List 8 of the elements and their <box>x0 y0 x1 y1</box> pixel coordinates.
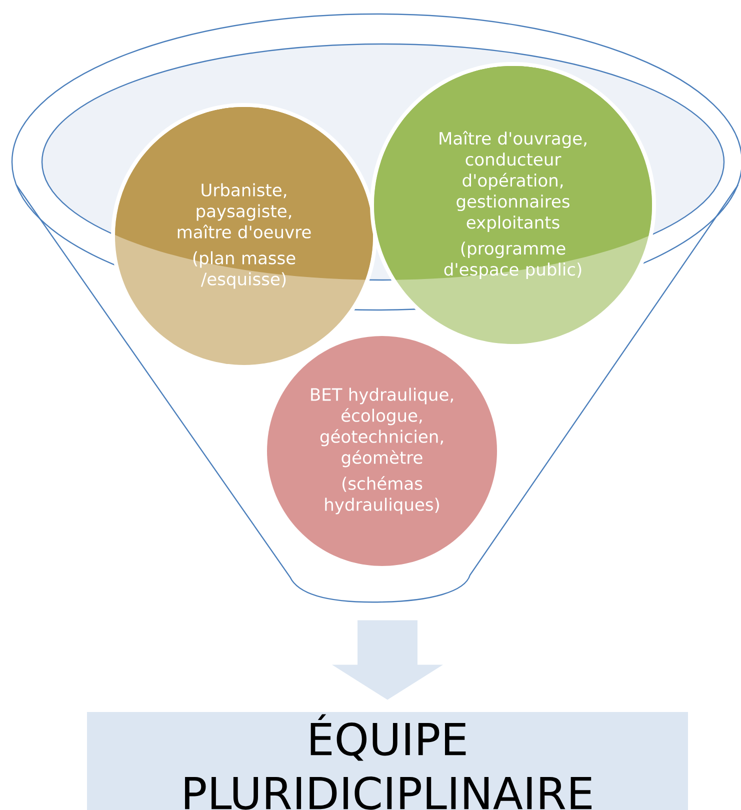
result-box: ÉQUIPE PLURIDICIPLINAIRE <box>87 712 688 810</box>
circle-node: Urbaniste, paysagiste, maître d'oeuvre (plan masse /esquisse) <box>111 103 377 369</box>
block-arrow <box>332 620 443 700</box>
node-label: Urbaniste, paysagiste, maître d'oeuvre <box>178 183 311 238</box>
node-label: (programme d'espace public) <box>444 242 582 280</box>
node-label: Maître d'ouvrage, conducteur d'opération, gestionnaires exploitants <box>440 130 586 232</box>
circle-node: Maître d'ouvrage, conducteur d'opération, gestionnaires exploitants (programme d'espace public) <box>370 62 656 348</box>
node-label: (plan masse /esquisse) <box>193 251 296 289</box>
